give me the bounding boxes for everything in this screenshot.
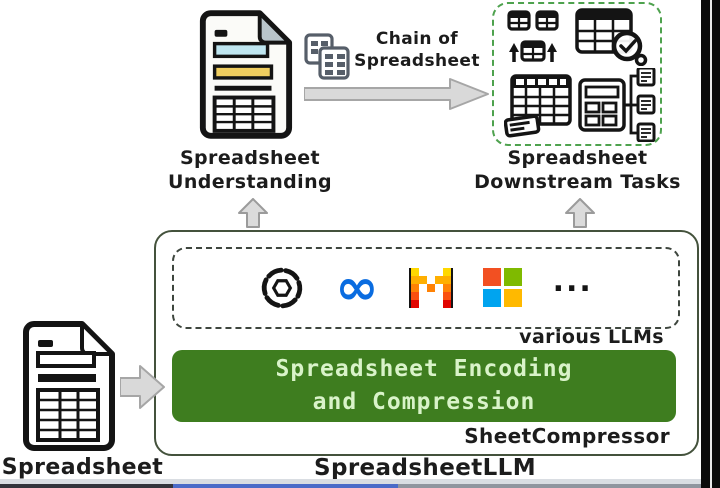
encoder-line2: and Compression <box>312 389 536 415</box>
encoder-line1: Spreadsheet Encoding <box>275 356 573 382</box>
spreadsheetllm-label: SpreadsheetLLM <box>313 455 536 481</box>
various-llms-caption: various LLMs <box>519 326 664 348</box>
downstream-label-line1: Spreadsheet <box>507 147 648 169</box>
input-spreadsheet-label: Spreadsheet <box>1 455 164 480</box>
bottom-bar-dark-segment <box>0 484 173 488</box>
meta-logo: ∞ <box>335 259 379 317</box>
bottom-bar-gray-segment <box>398 484 701 488</box>
downstream-label-line2: Downstream Tasks <box>474 171 681 193</box>
up-arrow-to-understanding <box>238 198 268 228</box>
spreadsheet-document-bw-icon <box>23 321 115 451</box>
more-llms-ellipsis: ... <box>552 264 593 299</box>
chain-label-line2: Spreadsheet <box>354 51 480 71</box>
understanding-label: Spreadsheet Understanding <box>150 146 350 194</box>
stacked-spreadsheets-icon <box>304 33 350 80</box>
downstream-label: Spreadsheet Downstream Tasks <box>460 146 695 194</box>
chain-arrow-right <box>304 78 489 110</box>
screen-edge-right <box>701 0 720 488</box>
table-merge-split-icon <box>507 10 559 62</box>
screen-edge-bottom <box>0 479 701 488</box>
llm-logo-row: ∞ ... <box>174 249 678 327</box>
table-verify-icon <box>575 8 648 66</box>
various-llms-box: ∞ ... <box>172 247 680 329</box>
microsoft-logo <box>482 268 522 307</box>
table-extract-icon <box>578 68 656 142</box>
chain-label-line1: Chain of <box>375 29 459 49</box>
table-query-icon <box>504 74 572 138</box>
sheet-compressor-bar: Spreadsheet Encoding and Compression <box>172 350 676 422</box>
screen-edge-highlight <box>710 0 712 488</box>
understanding-label-line2: Understanding <box>168 171 332 193</box>
sheet-compressor-caption: SheetCompressor <box>464 424 670 448</box>
chain-of-spreadsheet-label: Chain of Spreadsheet <box>352 28 482 72</box>
bottom-bar-blue-segment <box>173 484 398 488</box>
up-arrow-to-downstream <box>565 198 595 228</box>
spreadsheet-document-icon <box>199 10 293 139</box>
mistral-logo <box>408 268 453 308</box>
openai-logo <box>262 267 303 309</box>
understanding-label-line1: Spreadsheet <box>179 147 321 169</box>
input-arrow-right <box>120 365 165 409</box>
